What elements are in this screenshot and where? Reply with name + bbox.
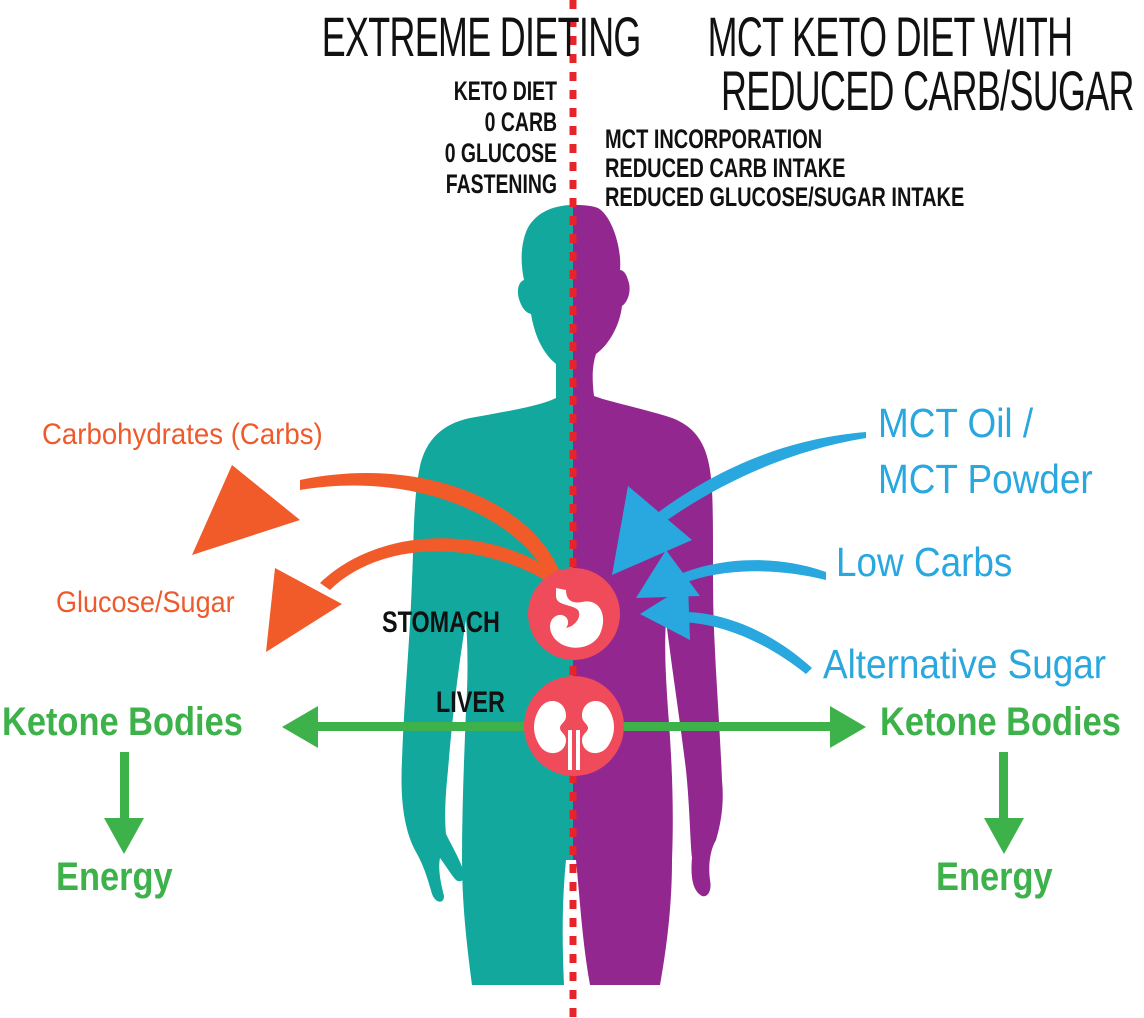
energy-left-shaft bbox=[120, 752, 129, 824]
mct-arrow-shaft bbox=[648, 432, 866, 528]
energy-right-head bbox=[984, 818, 1024, 854]
energy-right-shaft bbox=[999, 752, 1008, 824]
carb-arrow-shaft bbox=[300, 473, 560, 578]
ketone-bodies-right: Ketone Bodies bbox=[880, 700, 1121, 744]
left-diet-list: KETO DIET 0 CARB 0 GLUCOSE FASTENING bbox=[445, 76, 557, 200]
ketone-left-head bbox=[282, 706, 318, 748]
carbs-label: Carbohydrates (Carbs) bbox=[42, 418, 323, 451]
mct-label-line1: MCT Oil / bbox=[878, 400, 1034, 446]
liver-icon bbox=[534, 701, 614, 770]
lowcarb-arrow-shaft bbox=[676, 560, 826, 584]
right-list-item: MCT INCORPORATION bbox=[605, 124, 823, 154]
energy-left: Energy bbox=[56, 855, 173, 899]
glucose-arrow-shaft bbox=[320, 538, 558, 590]
ketone-right-head bbox=[830, 706, 866, 748]
low-carbs-label: Low Carbs bbox=[836, 539, 1013, 585]
liver-label: LIVER bbox=[436, 686, 505, 719]
right-list-item: REDUCED GLUCOSE/SUGAR INTAKE bbox=[605, 182, 965, 212]
right-list-item: REDUCED CARB INTAKE bbox=[605, 153, 846, 183]
glucose-label: Glucose/Sugar bbox=[56, 586, 235, 619]
carb-arrow-head bbox=[192, 465, 300, 555]
mct-arrows bbox=[612, 432, 866, 674]
alt-sugar-label: Alternative Sugar bbox=[823, 641, 1107, 687]
left-list-item: 0 CARB bbox=[484, 107, 557, 137]
glucose-arrow-head bbox=[266, 568, 342, 652]
ketone-left-shaft bbox=[310, 722, 525, 731]
mct-label-line2: MCT Powder bbox=[878, 456, 1093, 502]
stomach-organ bbox=[528, 568, 620, 660]
altsugar-arrow-shaft bbox=[676, 611, 812, 674]
ketone-right-shaft bbox=[620, 722, 836, 731]
altsugar-arrow-head bbox=[640, 584, 690, 640]
ketone-arrows bbox=[104, 706, 1024, 854]
stomach-icon bbox=[550, 588, 604, 648]
ketone-bodies-left: Ketone Bodies bbox=[2, 700, 243, 744]
stomach-label: STOMACH bbox=[382, 606, 500, 639]
liver-organ bbox=[524, 676, 624, 776]
left-list-item: 0 GLUCOSE bbox=[444, 138, 557, 168]
left-title: EXTREME DIETING bbox=[321, 5, 642, 68]
right-diet-list: MCT INCORPORATION REDUCED CARB INTAKE RE… bbox=[605, 125, 964, 212]
right-title-line1: MCT KETO DIET WITH bbox=[707, 5, 1073, 68]
mct-arrow-head bbox=[612, 486, 692, 575]
carb-arrows bbox=[192, 465, 560, 652]
lowcarb-arrow-head bbox=[636, 550, 700, 598]
left-list-item: KETO DIET bbox=[453, 76, 557, 106]
energy-left-head bbox=[104, 818, 144, 854]
right-title-line2: REDUCED CARB/SUGAR bbox=[721, 59, 1134, 122]
energy-right: Energy bbox=[936, 855, 1053, 899]
left-list-item: FASTENING bbox=[445, 169, 557, 199]
